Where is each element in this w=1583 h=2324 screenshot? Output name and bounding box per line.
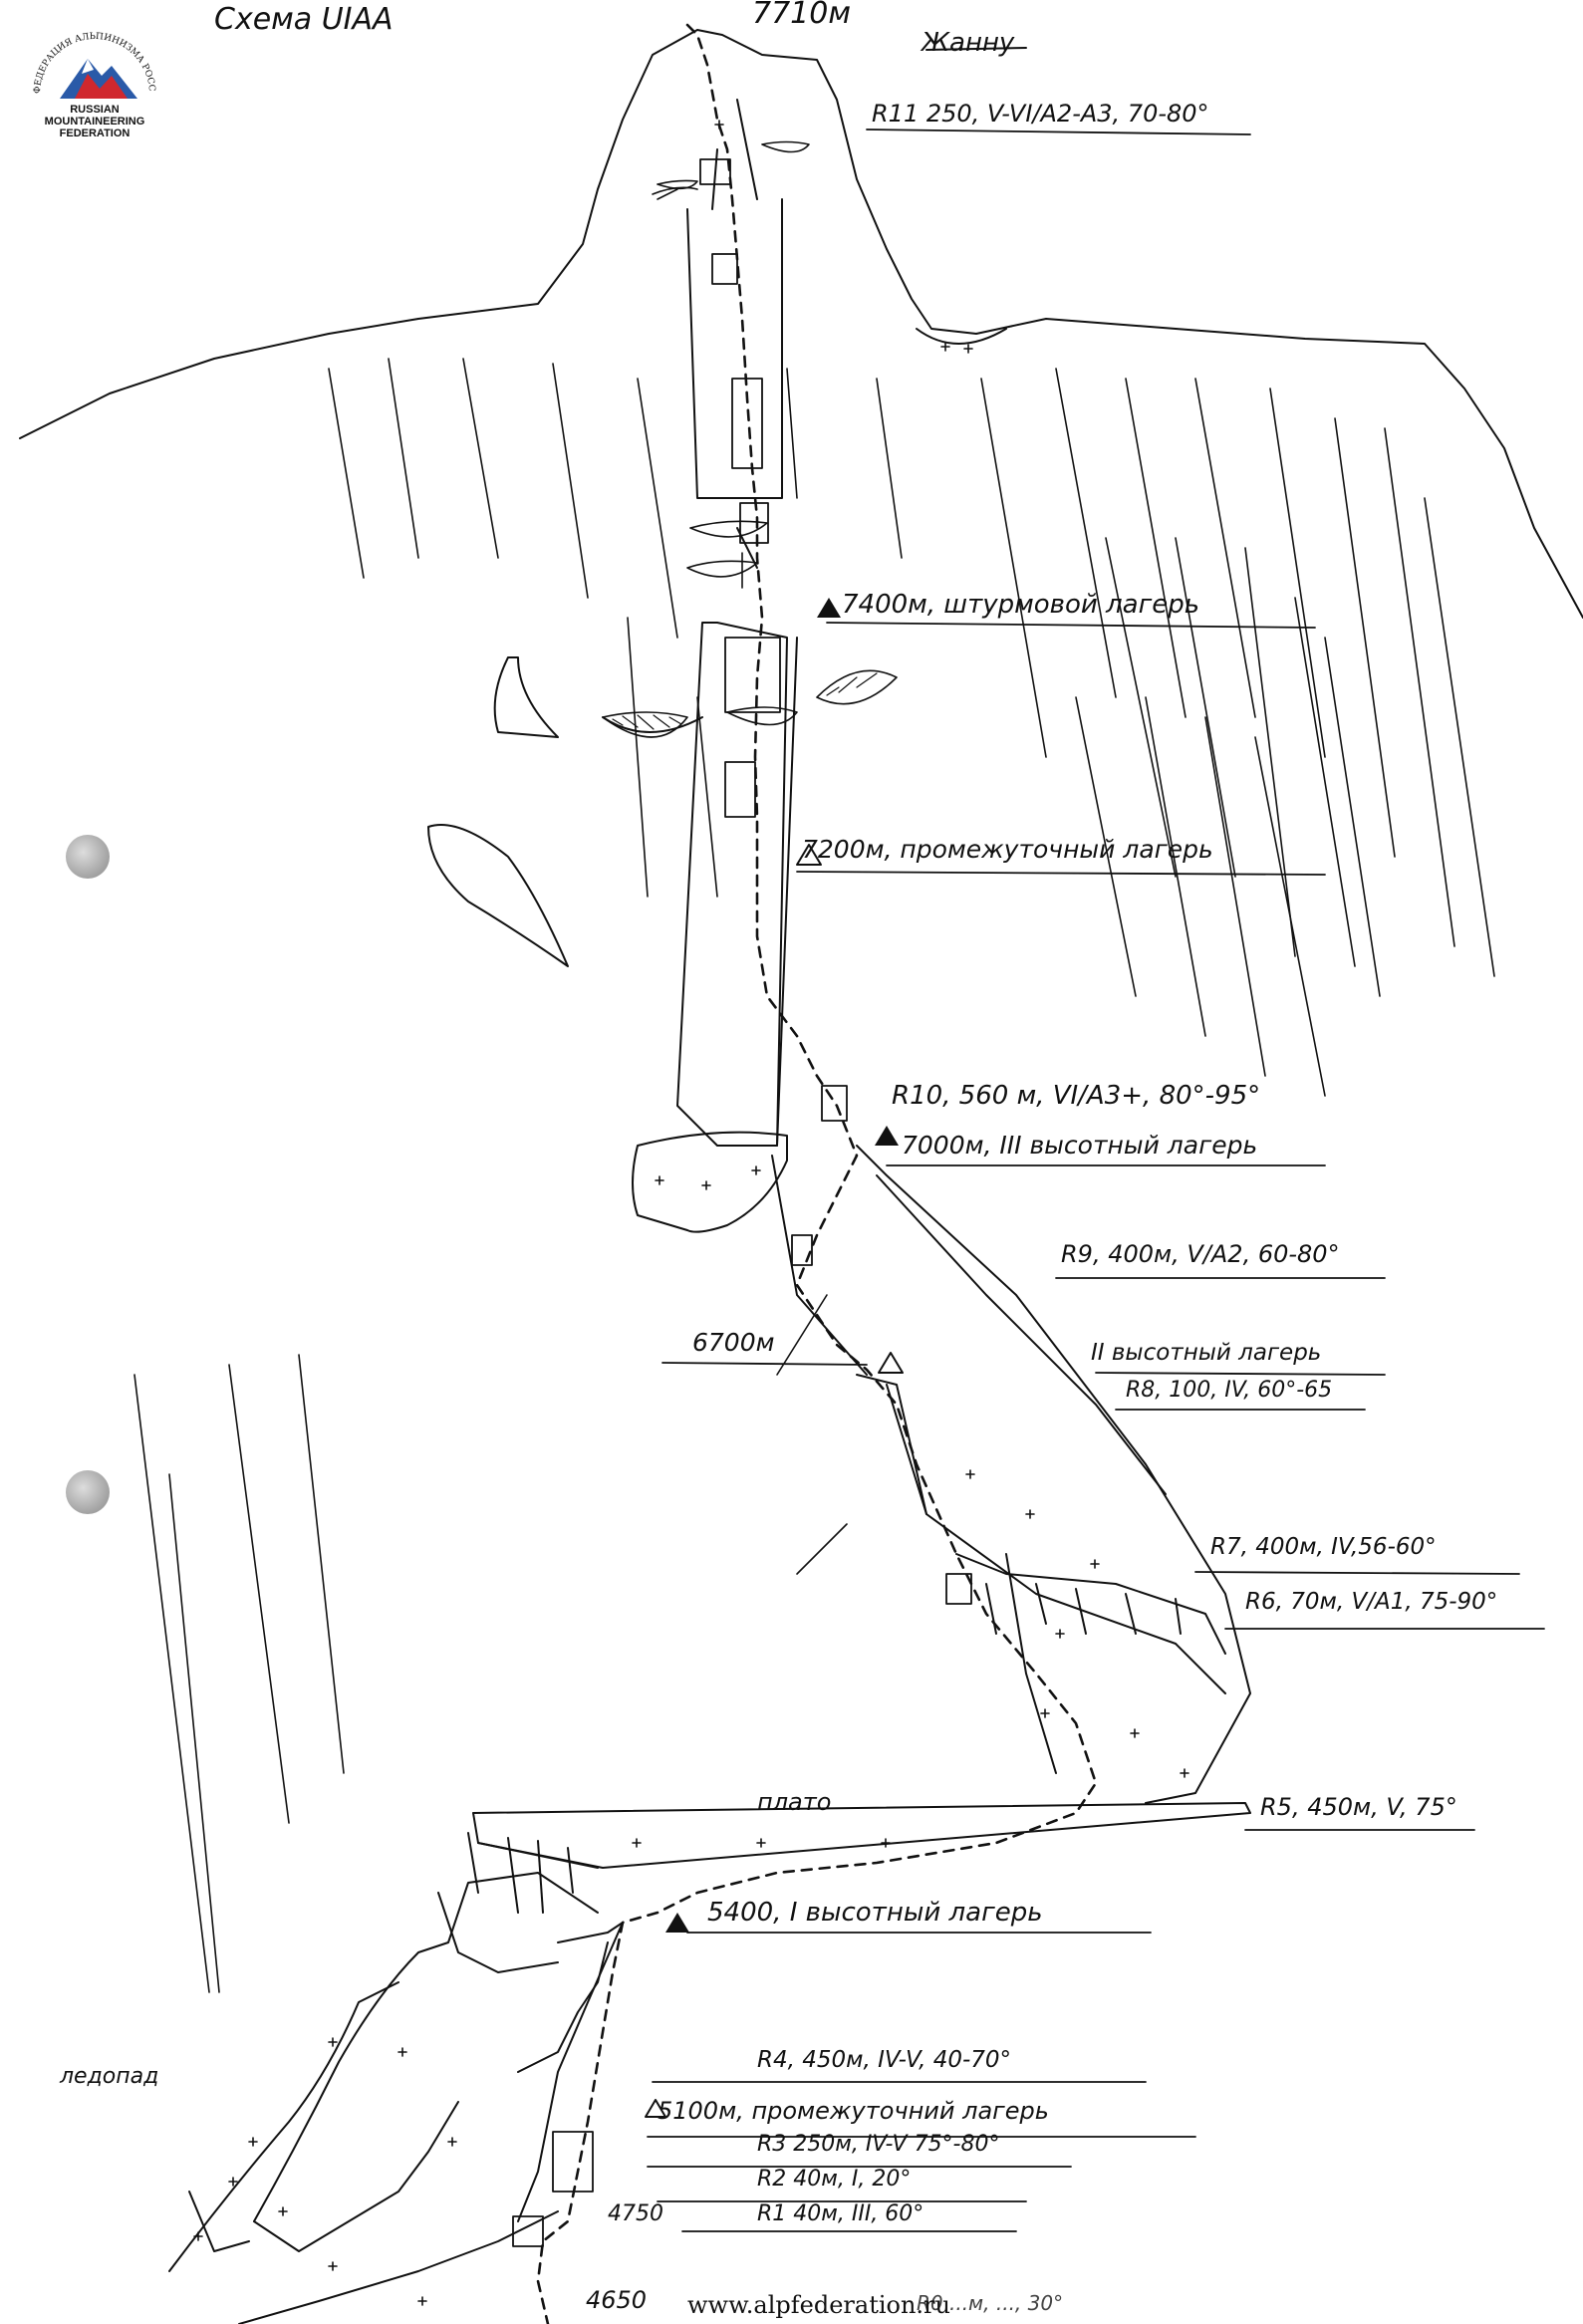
label-camp-5100: 5100м, промежуточний лагерь — [658, 2097, 1049, 2125]
label-r0: R0 ...м, ..., 30° — [917, 2291, 1064, 2315]
label-4650: 4650 — [586, 2286, 648, 2314]
lower-rock-ridge — [253, 1872, 599, 2222]
ridge-outline — [19, 29, 1583, 619]
label-r3: R3 250м, IV-V 75°-80° — [757, 2132, 1000, 2157]
rmf-logo: ФЕДЕРАЦИЯ АЛЬПИНИЗМА РОССИИ — [20, 14, 156, 99]
summit-name: Жанну — [922, 28, 1015, 58]
logo-caption: RUSSIAN MOUNTAINEERING FEDERATION — [20, 104, 169, 139]
route-pitch-markers — [512, 158, 972, 2247]
camp-triangles — [645, 598, 904, 2118]
label-r11: R11 250, V-VI/A2-A3, 70-80° — [872, 100, 1209, 128]
label-camp-2: II высотный лагерь — [1091, 1340, 1322, 1366]
summit-height: 7710м — [752, 0, 851, 31]
label-r5: R5, 450м, V, 75° — [1260, 1793, 1457, 1821]
scheme-title: Схема UIAA — [214, 2, 394, 37]
label-plateau: плато — [757, 1788, 832, 1816]
label-r10: R10, 560 м, VI/A3+, 80°-95° — [892, 1081, 1261, 1111]
label-camp-3: 7000м, III высотный лагерь — [902, 1131, 1258, 1160]
summit-couloir — [686, 198, 783, 499]
plateau — [472, 1802, 1251, 1869]
snow-patch-7000 — [632, 1131, 788, 1233]
rock-island-2 — [427, 824, 569, 967]
label-r4: R4, 450м, IV-V, 40-70° — [757, 2047, 1012, 2073]
logo-line-1: RUSSIAN — [70, 104, 120, 116]
label-r8: R8, 100, IV, 60°-65 — [1126, 1378, 1333, 1403]
label-icefall: ледопад — [60, 2064, 159, 2089]
label-r2: R2 40м, I, 20° — [757, 2167, 912, 2192]
central-couloir — [676, 622, 788, 1147]
logo-line-3: FEDERATION — [59, 128, 131, 139]
face-hatching — [133, 358, 1495, 1993]
punch-hole-bottom — [66, 1470, 110, 1514]
label-camp-7200: 7200м, промежуточный лагерь — [802, 835, 1213, 864]
rock-island-1 — [493, 656, 559, 738]
label-camp-1: 5400, I высотный лагерь — [707, 1898, 1043, 1928]
footer-url[interactable]: www.alpfederation.ru — [687, 2291, 950, 2319]
punch-hole-top — [66, 835, 110, 879]
label-camp-assault: 7400м, штурмовой лагерь — [842, 590, 1200, 620]
snow-crosses — [193, 120, 1189, 2306]
label-r1: R1 40м, III, 60° — [757, 2201, 924, 2226]
label-underlines — [647, 129, 1545, 2232]
overhangs — [602, 140, 898, 738]
logo-line-2: MOUNTAINEERING — [44, 116, 145, 128]
label-6700: 6700м — [692, 1328, 775, 1357]
label-r6: R6, 70м, V/A1, 75-90° — [1245, 1589, 1498, 1615]
label-4750: 4750 — [608, 2201, 663, 2226]
label-r9: R9, 400м, V/A2, 60-80° — [1061, 1240, 1340, 1268]
label-r7: R7, 400м, IV,56-60° — [1210, 1534, 1437, 1560]
lower-spur — [856, 1145, 1251, 1804]
rock-band-r6 — [955, 1553, 1226, 1655]
route-line — [536, 23, 1098, 2324]
summit-snow — [916, 328, 1007, 345]
